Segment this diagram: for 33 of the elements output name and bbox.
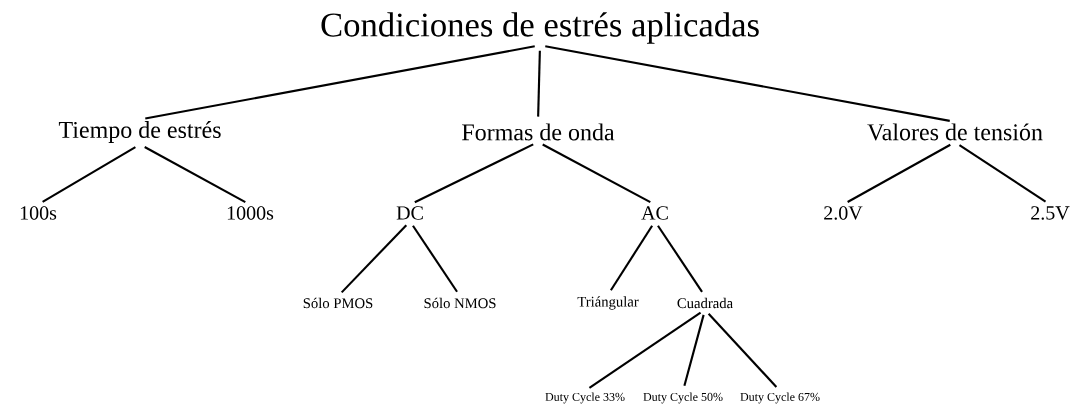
connector-line xyxy=(412,225,458,293)
tree-label: 2.5V xyxy=(1031,206,1070,220)
connector-line xyxy=(42,146,136,203)
tree-label: Duty Cycle 50% xyxy=(643,392,723,404)
connector-line xyxy=(145,45,535,120)
tree-label: Triángular xyxy=(577,296,639,310)
connector-line xyxy=(542,143,651,204)
connector-line xyxy=(847,143,951,203)
tree-label: Valores de tensión xyxy=(867,123,1043,141)
tree-label: Sólo NMOS xyxy=(424,297,496,309)
connector-line xyxy=(340,224,408,294)
tree-label: Sólo PMOS xyxy=(303,297,373,309)
connector-line xyxy=(414,143,534,204)
tree-label: 2.0V xyxy=(824,206,863,220)
tree-label: DC xyxy=(396,206,423,220)
tree-label: Cuadrada xyxy=(677,297,733,309)
tree-label: Tiempo de estrés xyxy=(58,121,221,143)
connector-line xyxy=(683,314,705,387)
title-text: Condiciones de estrés aplicadas xyxy=(321,12,759,44)
connector-line xyxy=(537,50,541,117)
connector-line xyxy=(707,312,778,388)
tree-label: Duty Cycle 33% xyxy=(545,392,625,404)
tree-label: Duty Cycle 67% xyxy=(740,392,820,404)
tree-label: 1000s xyxy=(227,206,274,220)
connector-line xyxy=(588,311,702,389)
tree-label: Formas de onda xyxy=(462,123,615,141)
connector-line xyxy=(958,144,1047,203)
connector-line xyxy=(657,225,703,293)
tree-label: 100s xyxy=(20,206,57,220)
connector-line xyxy=(144,146,246,203)
connector-line xyxy=(610,225,654,291)
tree-label: AC xyxy=(641,206,668,220)
connector-line xyxy=(545,45,950,122)
